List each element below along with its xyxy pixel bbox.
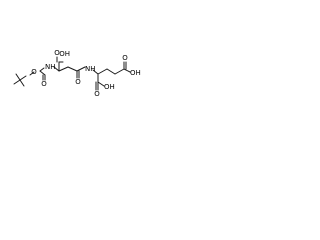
bond [76,66,86,72]
bond [39,70,46,76]
bond [67,66,78,72]
labels: OH O NH O O NH O O OH OH O [31,49,141,98]
bond [19,75,27,81]
amide-nh-label: NH [85,65,96,73]
bond [106,68,116,75]
bond [39,67,45,72]
bond [97,81,105,87]
left-acid-o-label: O [54,49,60,57]
molecule-structure: OH O NH O O NH O O OH OH O [13,49,141,98]
bond [19,79,25,87]
bond [114,68,125,75]
bond [13,79,21,85]
right-top-o-label: O [122,54,128,62]
right-bottom-oh-label: OH [104,83,115,91]
bond [15,73,21,81]
left-acid-oh-label: OH [59,50,70,58]
right-top-oh-label: OH [130,69,141,77]
carbamate-ether-o-label: O [31,68,37,76]
amide-o-label: O [75,78,81,86]
molecule-diagram: OH O NH O O NH O O OH OH O [0,0,152,152]
bond [29,71,35,76]
bond [53,66,60,72]
bonds [13,56,131,91]
carbamate-carbonyl-o-label: O [41,80,47,88]
bond [97,68,108,75]
right-bottom-o-label: O [94,90,100,98]
bond [123,68,131,73]
bond [92,69,99,75]
carbamate-nh-label: NH [45,63,56,71]
bond [58,66,69,72]
